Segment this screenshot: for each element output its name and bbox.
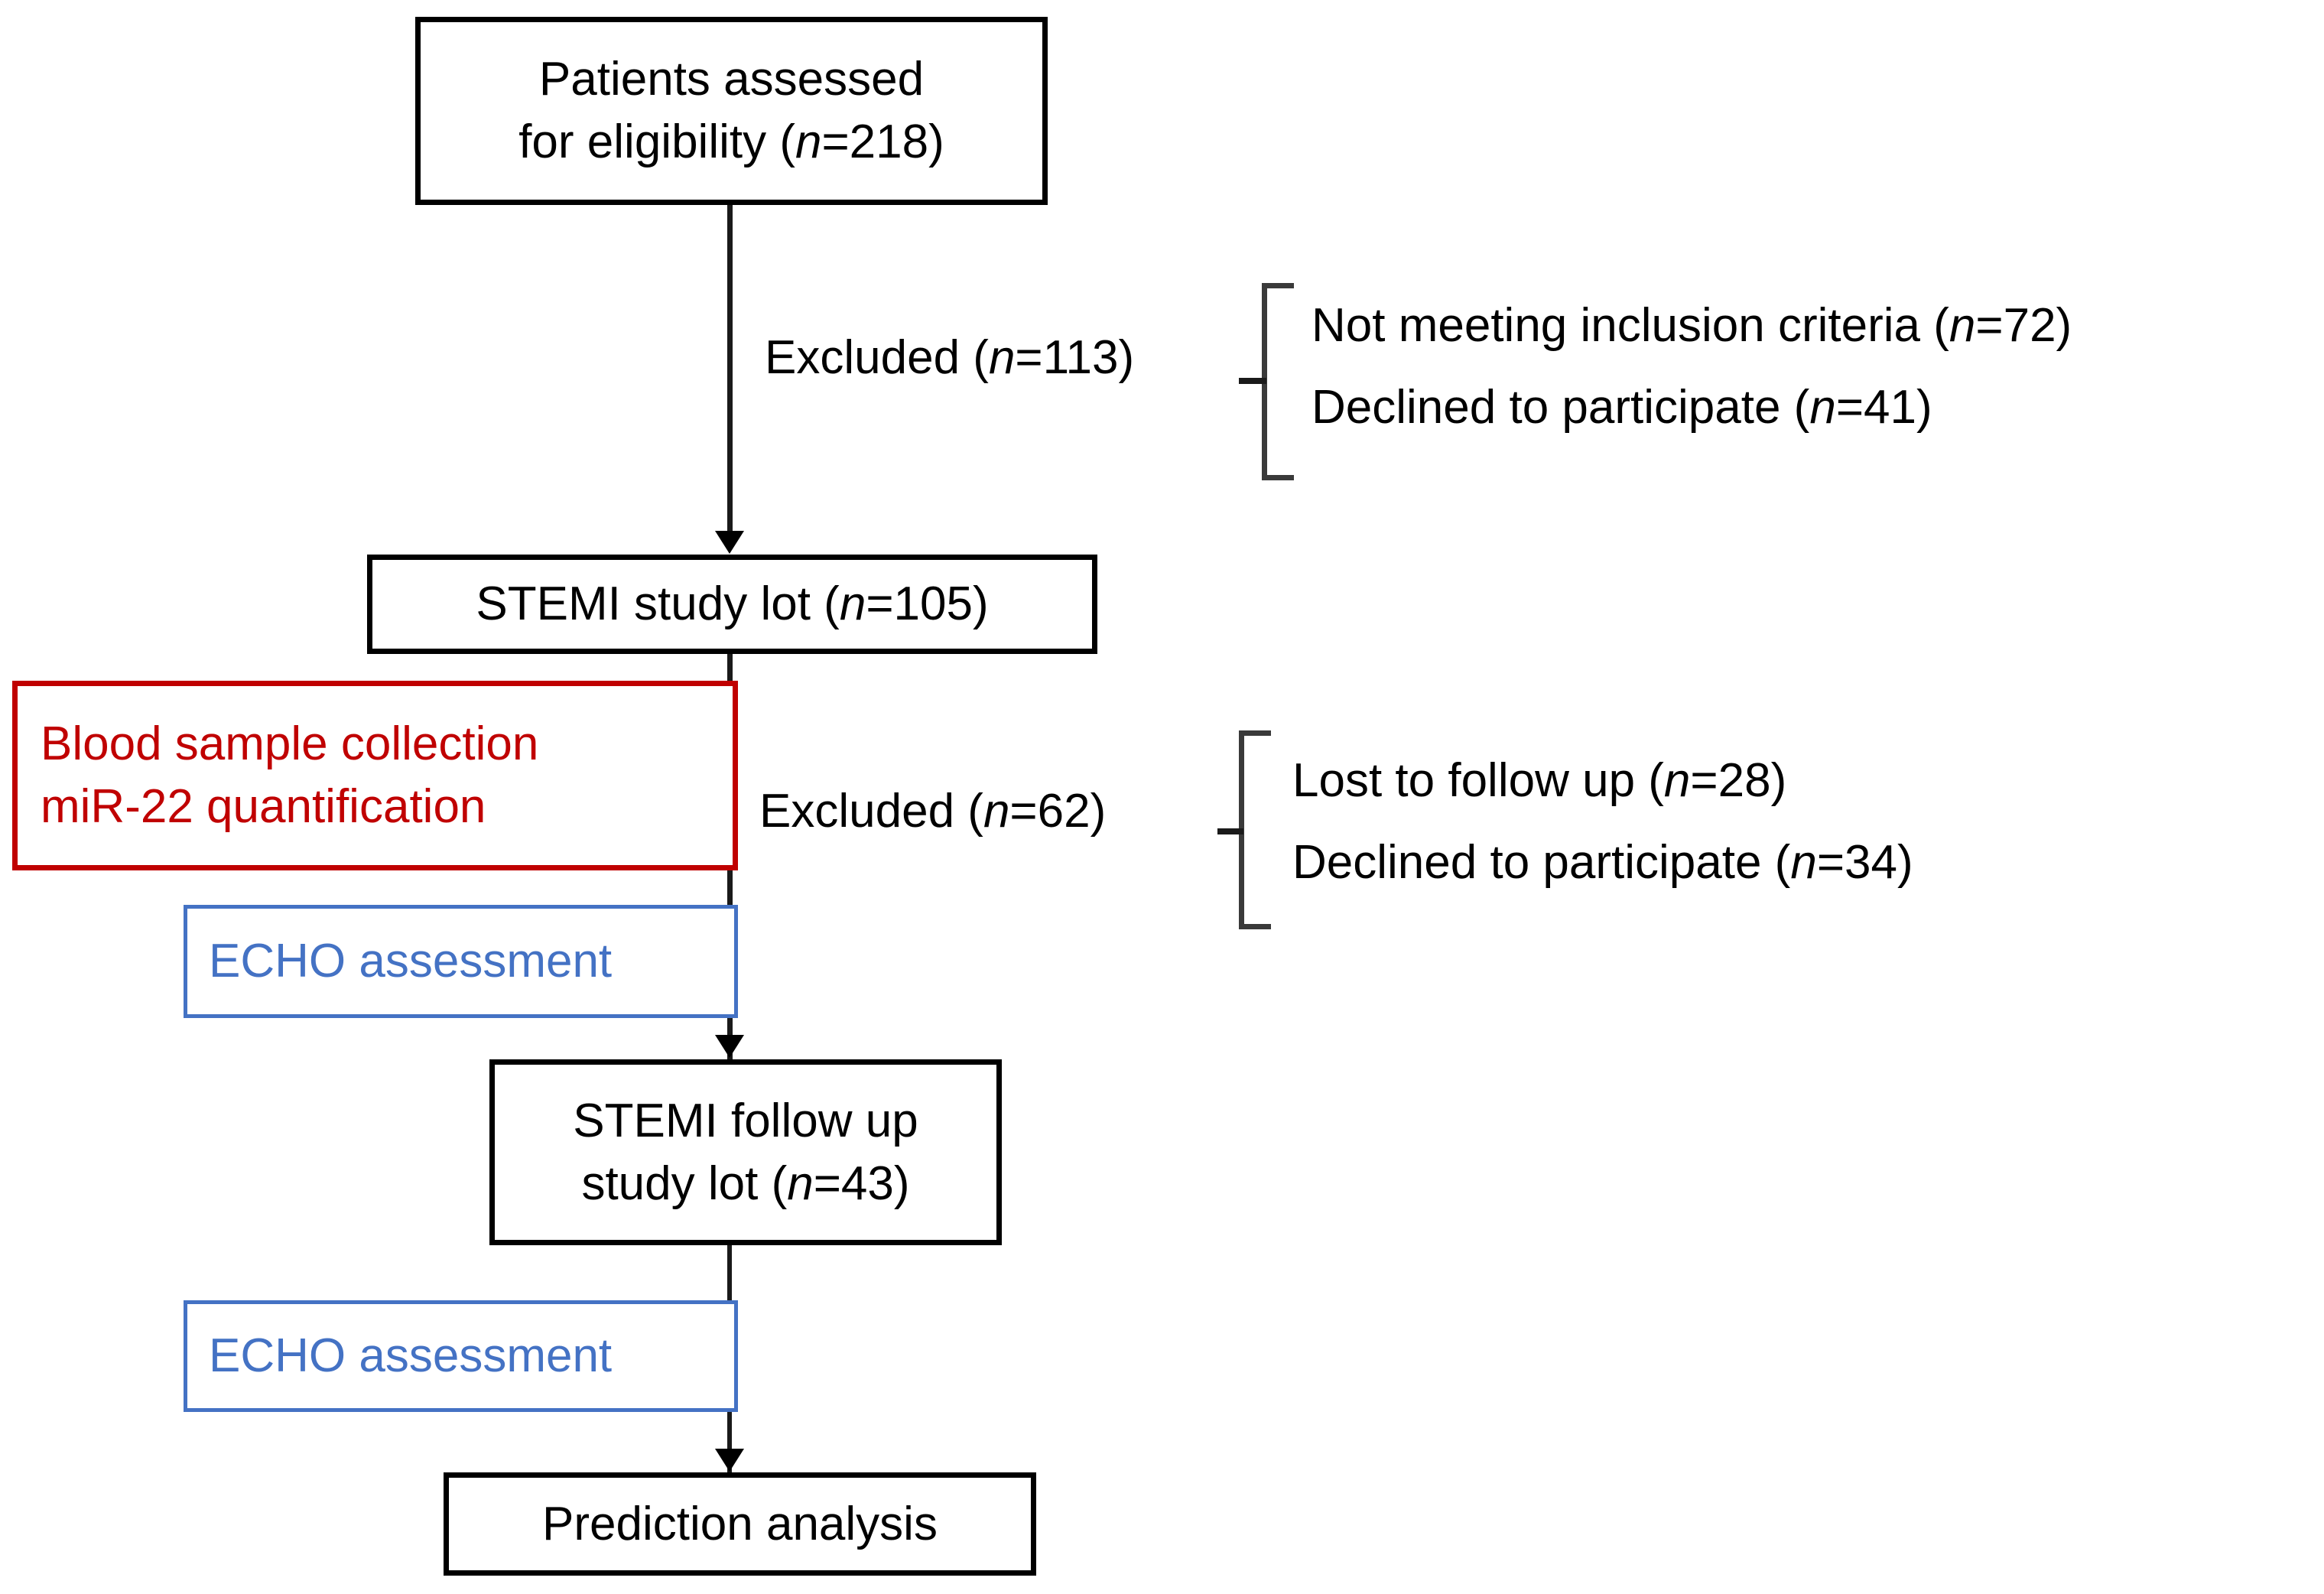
exclusion-bracket-first [1262, 283, 1294, 480]
arrowhead-study-lot [715, 531, 744, 554]
exclusion-tick-first [1239, 378, 1266, 384]
exclusion-label-second: Excluded (n=62) [759, 785, 1107, 838]
node-echo-assessment-2-label: ECHO assessment [209, 1329, 613, 1383]
node-prediction-analysis-label: Prediction analysis [542, 1497, 938, 1550]
node-stemi-followup-lot-line2: study lot (n=43) [581, 1156, 910, 1210]
node-blood-sample-line1: Blood sample collection [41, 717, 539, 771]
node-echo-assessment-1-label: ECHO assessment [209, 935, 613, 988]
arrowhead-prediction [715, 1449, 744, 1472]
node-patients-assessed-line1: Patients assessed [538, 53, 925, 106]
exclusion-bracket-second [1239, 730, 1271, 929]
exclusion-label-first: Excluded (n=113) [765, 331, 1135, 384]
exclusion-tick-second [1217, 828, 1243, 834]
node-stemi-study-lot[interactable]: STEMI study lot (n=105) [367, 555, 1097, 654]
node-prediction-analysis[interactable]: Prediction analysis [444, 1472, 1036, 1576]
exclusion-reason-first-2: Declined to participate (n=41) [1312, 381, 1932, 434]
exclusion-reason-first-1: Not meeting inclusion criteria (n=72) [1312, 299, 2072, 352]
node-stemi-followup-lot-line1: STEMI follow up [573, 1094, 918, 1147]
node-blood-sample-collection[interactable]: Blood sample collection miR-22 quantific… [12, 681, 738, 870]
node-stemi-study-lot-label: STEMI study lot (n=105) [476, 577, 989, 631]
node-stemi-followup-lot[interactable]: STEMI follow up study lot (n=43) [489, 1059, 1002, 1245]
node-patients-assessed-line2: for eligibility (n=218) [518, 115, 944, 168]
exclusion-reason-second-2: Declined to participate (n=34) [1292, 836, 1913, 889]
arrowhead-followup-lot [715, 1035, 744, 1058]
connector-assessed-to-study-lot [727, 205, 733, 542]
node-echo-assessment-1[interactable]: ECHO assessment [184, 905, 738, 1018]
node-echo-assessment-2[interactable]: ECHO assessment [184, 1300, 738, 1412]
node-blood-sample-line2: miR-22 quantification [41, 780, 486, 833]
exclusion-reason-second-1: Lost to follow up (n=28) [1292, 754, 1787, 807]
node-patients-assessed[interactable]: Patients assessed for eligibility (n=218… [415, 17, 1048, 205]
